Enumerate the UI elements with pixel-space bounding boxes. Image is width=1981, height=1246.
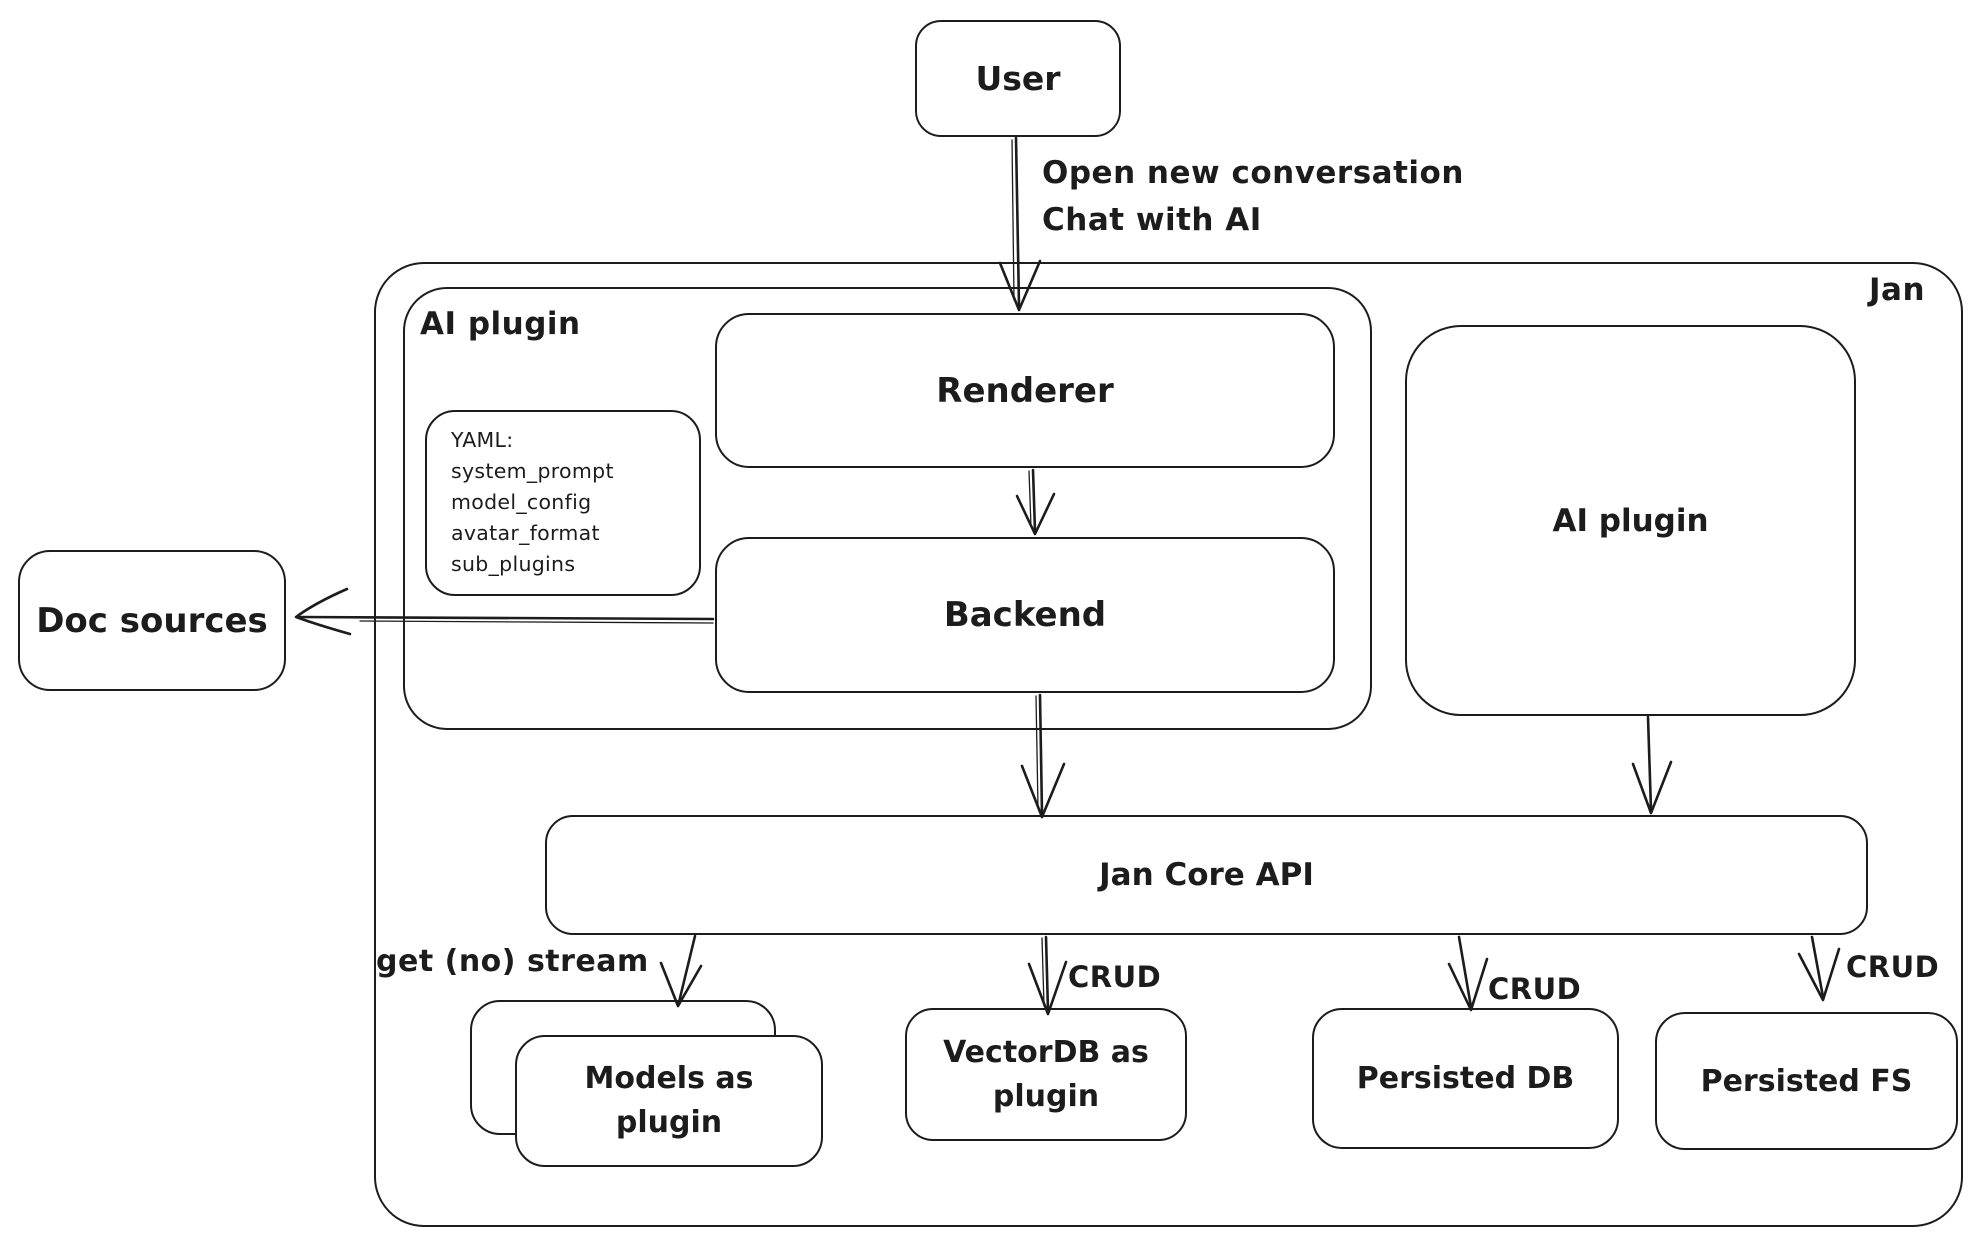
- user-flow-edge-label: Open new conversation Chat with AI: [1042, 150, 1464, 244]
- crud-edge-label-persisted-db: CRUD: [1488, 972, 1582, 1006]
- vectordb-as-plugin-node: VectorDB as plugin: [905, 1008, 1187, 1141]
- persisted-fs-node-label: Persisted FS: [1700, 1063, 1913, 1099]
- user-node-label: User: [975, 59, 1061, 98]
- get-no-stream-edge-label: get (no) stream: [376, 944, 649, 979]
- user-node: User: [915, 20, 1121, 137]
- yaml-note-title: YAML:: [451, 428, 514, 452]
- doc-sources-node-label: Doc sources: [36, 600, 268, 641]
- backend-node-label: Backend: [943, 595, 1107, 635]
- user-flow-edge-label-line2: Chat with AI: [1042, 202, 1262, 238]
- persisted-fs-node: Persisted FS: [1655, 1012, 1958, 1150]
- yaml-note-line: model_config: [451, 490, 592, 514]
- yaml-note: YAML: system_prompt model_config avatar_…: [425, 410, 701, 596]
- yaml-note-line: avatar_format: [451, 521, 600, 545]
- backend-node: Backend: [715, 537, 1335, 693]
- ai-plugin-right-node: AI plugin: [1405, 325, 1856, 716]
- vectordb-as-plugin-node-label: VectorDB as plugin: [943, 1034, 1149, 1114]
- ai-plugin-container-box: [403, 287, 1372, 730]
- models-as-plugin-node-label: Models as plugin: [584, 1061, 754, 1140]
- jan-core-api-node: Jan Core API: [545, 815, 1868, 935]
- ai-plugin-right-node-label: AI plugin: [1552, 502, 1709, 539]
- persisted-db-node: Persisted DB: [1312, 1008, 1619, 1149]
- ai-plugin-container-label: AI plugin: [420, 306, 581, 342]
- user-flow-edge-label-line1: Open new conversation: [1042, 155, 1464, 191]
- jan-container-label: Jan: [1869, 272, 1926, 308]
- models-as-plugin-node: Models as plugin: [515, 1035, 823, 1167]
- renderer-node-label: Renderer: [936, 370, 1114, 411]
- jan-container-box: [374, 262, 1963, 1227]
- persisted-db-node-label: Persisted DB: [1356, 1061, 1575, 1096]
- yaml-note-line: sub_plugins: [451, 552, 576, 576]
- crud-edge-label-persisted-fs: CRUD: [1846, 950, 1940, 984]
- renderer-node: Renderer: [715, 313, 1335, 468]
- yaml-note-text: YAML: system_prompt model_config avatar_…: [427, 412, 614, 580]
- doc-sources-node: Doc sources: [18, 550, 286, 691]
- jan-core-api-node-label: Jan Core API: [1099, 857, 1314, 893]
- crud-edge-label-vectordb: CRUD: [1068, 960, 1162, 994]
- yaml-note-line: system_prompt: [451, 459, 614, 483]
